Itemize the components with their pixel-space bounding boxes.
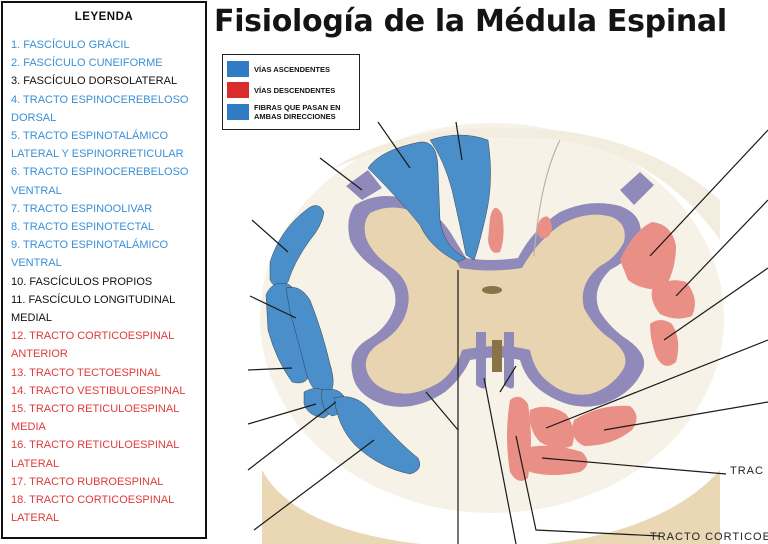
- legend-item: 14. TRACTO VESTIBULOESPINAL: [11, 384, 186, 397]
- tract-tectospinal: [529, 406, 574, 449]
- leader-line-18: [545, 339, 768, 429]
- gray-matter: [364, 207, 626, 395]
- legend-list: 1. FASCÍCULO GRÁCIL 2. FASCÍCULO CUNEIFOR…: [11, 36, 207, 527]
- legend-item: 10. FASCÍCULOS PROPIOS: [11, 275, 153, 288]
- legend-item: 6. TRACTO ESPINOCEREBELOSO VENTRAL: [11, 166, 189, 197]
- legend-item: 8. TRACTO ESPINOTECTAL: [11, 221, 155, 234]
- leader-line-5: [249, 295, 297, 319]
- key-swatch-both: [227, 104, 249, 120]
- legend-item: 4. TRACTO ESPINOCEREBELOSO DORSAL: [11, 93, 189, 124]
- legend-item: 3. FASCÍCULO DORSOLATERAL: [11, 75, 178, 88]
- legend-item: 2. FASCÍCULO CUNEIFORME: [11, 57, 163, 70]
- ascending-tracts: [265, 134, 491, 475]
- key-row-descending: VÍAS DESCENDENTES: [227, 82, 358, 98]
- descending-tracts: [488, 207, 695, 481]
- leader-line-12: [483, 377, 517, 544]
- leader-line-8: [247, 401, 337, 471]
- legend-item: 17. TRACTO RUBROESPINAL: [11, 475, 164, 488]
- legend-title: LEYENDA: [74, 11, 134, 23]
- leader-line-11: [425, 391, 459, 431]
- leader-line-6: [247, 367, 293, 371]
- key-label-ascending: VÍAS ASCENDENTES: [254, 64, 330, 74]
- key-swatch-descending: [227, 82, 249, 98]
- anterior-fissure: [492, 340, 502, 372]
- cord-cut-surface: [262, 470, 720, 544]
- tract-reticulospinal-lateral: [650, 320, 679, 366]
- tract-gracile-right: [429, 134, 491, 261]
- leader-line-2: [455, 121, 463, 161]
- cutoff-label-bottom: TRACTO CORTICOE: [650, 531, 768, 543]
- leader-lines: [247, 121, 768, 544]
- anterior-fissure-right: [504, 332, 514, 389]
- tract-corticospinal-lateral: [620, 222, 676, 290]
- tract-spinocerebellar-ventral: [285, 287, 334, 397]
- cutoff-label-right: TRAC: [730, 465, 764, 477]
- legend-panel: LEYENDA 1. FASCÍCULO GRÁCIL 2. FASCÍCULO …: [1, 1, 207, 539]
- legend-item: 11. FASCÍCULO LONGITUDINAL MEDIAL: [11, 293, 176, 325]
- legend-item: 7. TRACTO ESPINOOLIVAR: [11, 202, 153, 215]
- leader-line-1: [377, 121, 411, 169]
- leader-line-4: [251, 219, 289, 253]
- tract-rubrospinal: [651, 280, 695, 319]
- tract-reticulospinal-medial: [488, 207, 504, 253]
- legend-item: 16. TRACTO RETICULOESPINAL LATERAL: [11, 439, 180, 470]
- legend-item: 13. TRACTO TECTOESPINAL: [11, 366, 161, 379]
- anterior-fissure-left: [476, 332, 486, 389]
- central-canal: [482, 286, 502, 294]
- tract-fasciculus-small: [537, 216, 552, 239]
- key-row-both: FIBRAS QUE PASAN EN AMBAS DIRECCIONES: [227, 103, 358, 121]
- key-label-both: FIBRAS QUE PASAN EN AMBAS DIRECCIONES: [254, 103, 341, 121]
- leader-line-14: [515, 435, 661, 537]
- legend-item: 5. TRACTO ESPINOTALÁMICO LATERAL Y ESPIN…: [11, 130, 184, 161]
- leader-line-3: [319, 157, 363, 191]
- leader-line-16: [675, 199, 768, 297]
- legend-item: 15. TRACTO RETICULOESPINAL MEDIA: [11, 403, 180, 434]
- tract-spinothalamic-ventral: [333, 396, 420, 475]
- leader-line-17: [663, 267, 768, 341]
- tract-vestibulospinal: [572, 405, 637, 446]
- white-matter-dorsal: [330, 127, 720, 240]
- legend-item: 18. TRACTO CORTICOESPINAL LATERAL: [11, 494, 175, 525]
- leader-line-13: [499, 365, 517, 393]
- posterior-median-septum: [533, 139, 561, 257]
- tract-reticulospinal-ventral: [522, 445, 588, 475]
- dorsolateral-fasciculus-right: [620, 172, 654, 205]
- leader-line-7: [247, 403, 317, 425]
- key-swatch-ascending: [227, 61, 249, 77]
- legend-item: 12. TRACTO CORTICOESPINAL ANTERIOR: [11, 330, 175, 361]
- key-row-ascending: VÍAS ASCENDENTES: [227, 61, 358, 77]
- page-title: Fisiología de la Médula Espinal: [214, 4, 727, 39]
- color-key: VÍAS ASCENDENTES VÍAS DESCENDENTES FIBRA…: [222, 54, 360, 130]
- tract-gracile-cuneate-left: [367, 141, 467, 263]
- legend-item: 9. TRACTO ESPINOTALÁMICO VENTRAL: [11, 239, 169, 270]
- legend-item: 1. FASCÍCULO GRÁCIL: [11, 39, 130, 51]
- key-label-descending: VÍAS DESCENDENTES: [254, 85, 336, 95]
- leader-line-20: [541, 457, 727, 475]
- leader-line-19: [603, 401, 768, 431]
- leader-line-15: [649, 129, 768, 257]
- dorsolateral-fasciculus-left: [346, 170, 382, 200]
- leader-line-9: [253, 439, 375, 531]
